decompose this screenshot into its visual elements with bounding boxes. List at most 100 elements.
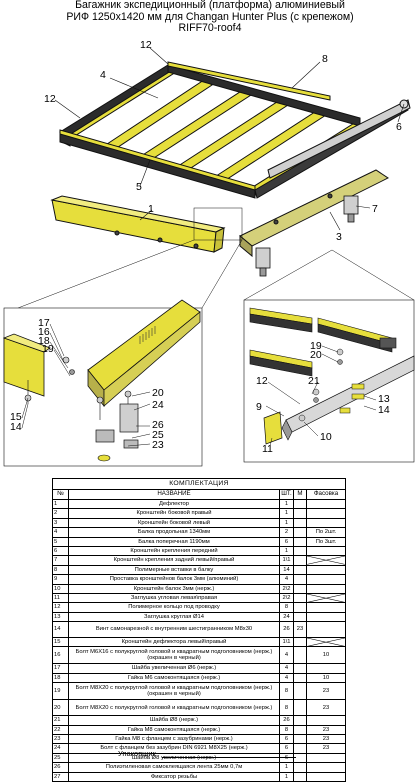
callout-6: 6 bbox=[396, 121, 402, 133]
callout-13: 13 bbox=[378, 393, 390, 405]
table-header-row: № НАЗВАНИЕ ШТ. М Фасовка bbox=[52, 489, 346, 500]
row-qty: 8 bbox=[279, 682, 294, 701]
callout-1: 1 bbox=[148, 203, 154, 215]
row-name: Балка поперечная 1190мм bbox=[68, 536, 280, 547]
callout-19: 18 bbox=[38, 335, 50, 347]
row-qty: 2\2 bbox=[279, 583, 294, 594]
col-header-name: НАЗВАНИЕ bbox=[68, 489, 280, 500]
row-pack bbox=[306, 574, 346, 585]
row-m bbox=[293, 527, 307, 538]
table-title: КОМПЛЕКТАЦИЯ bbox=[52, 478, 346, 489]
deflector bbox=[50, 195, 226, 253]
row-qty: 26 bbox=[279, 715, 294, 726]
header: Багажник экспедиционный (платформа) алюм… bbox=[0, 0, 420, 35]
callout-12-top: 12 bbox=[140, 39, 152, 51]
row-m bbox=[293, 498, 307, 510]
col-header-pack: Фасовка bbox=[306, 489, 346, 500]
assembly-drawing: 12 8 4 12 6 5 1 3 7 bbox=[2, 39, 415, 467]
row-m bbox=[293, 536, 307, 547]
row-name: Полимерное кольцо под проводку bbox=[68, 602, 280, 613]
callout-25: 25 bbox=[152, 429, 164, 441]
col-header-qty: ШТ. bbox=[279, 489, 294, 500]
row-pack bbox=[306, 564, 346, 576]
row-name: Фиксатор резьбы bbox=[68, 771, 280, 782]
cross-mark-icon bbox=[306, 592, 346, 604]
title-line-2: РИФ 1250х1420 мм для Changan Hunter Plus… bbox=[66, 10, 354, 23]
row-number: 26 bbox=[52, 762, 69, 773]
side-bracket-right bbox=[239, 169, 389, 258]
row-number: 20 bbox=[52, 699, 69, 717]
row-m bbox=[293, 517, 307, 529]
callout-20: 19 bbox=[42, 343, 54, 355]
callout-23: 23 bbox=[152, 439, 164, 451]
callout-15: 14 bbox=[10, 421, 22, 433]
row-m bbox=[293, 508, 307, 519]
row-qty: 4 bbox=[279, 672, 294, 684]
row-qty: 1 bbox=[279, 545, 294, 557]
platform-frame bbox=[59, 61, 411, 199]
callout-21-right: 20 bbox=[310, 349, 322, 361]
row-qty: 1\1 bbox=[279, 637, 294, 648]
row-name: Заглушка круглая Ø14 bbox=[68, 611, 280, 623]
callout-3: 3 bbox=[336, 231, 342, 243]
row-pack bbox=[306, 545, 346, 557]
clamp-front bbox=[255, 247, 271, 277]
row-number: 15 bbox=[52, 637, 69, 648]
row-name: Полиэтиленовая самоклеящаяся лента 25мм … bbox=[68, 762, 280, 773]
row-pack bbox=[306, 583, 346, 594]
col-header-m: М bbox=[293, 489, 307, 500]
row-number: 2 bbox=[52, 508, 69, 519]
row-name: Болт М8Х20 с полукруглой головой и квадр… bbox=[68, 699, 280, 717]
row-pack: 23 bbox=[306, 724, 346, 736]
row-qty: 8 bbox=[279, 724, 294, 736]
row-name: Гайка М6 самоконтящаяся (нерж.) bbox=[68, 672, 280, 684]
row-number: 16 bbox=[52, 646, 69, 665]
row-name: Кронштейн балок 3мм (нерж.) bbox=[68, 583, 280, 594]
row-m bbox=[293, 715, 307, 726]
row-m bbox=[293, 743, 307, 754]
row-number: 13 bbox=[52, 611, 69, 623]
row-m bbox=[293, 646, 307, 665]
row-name: Кронштейн боковой правый bbox=[68, 508, 280, 519]
row-qty: 6 bbox=[279, 536, 294, 547]
beam-front bbox=[59, 64, 175, 138]
row-number: 10 bbox=[52, 583, 69, 594]
row-number: 8 bbox=[52, 564, 69, 576]
row-pack bbox=[306, 517, 346, 529]
row-pack bbox=[306, 762, 346, 773]
row-m bbox=[293, 637, 307, 648]
row-m bbox=[293, 583, 307, 594]
row-pack: 23 bbox=[306, 699, 346, 717]
row-m bbox=[293, 663, 307, 674]
row-name: Винт самонарезной с внутренним шестигран… bbox=[68, 621, 280, 639]
row-number: 4 bbox=[52, 527, 69, 538]
row-qty: 4 bbox=[279, 646, 294, 665]
row-number: 21 bbox=[52, 715, 69, 726]
row-name: Полимерные вставки в балку bbox=[68, 564, 280, 576]
callout-14: 14 bbox=[378, 404, 390, 416]
row-qty: 1 bbox=[279, 508, 294, 519]
row-number: 22 bbox=[52, 724, 69, 736]
row-number: 24 bbox=[52, 743, 69, 754]
row-qty: 1 bbox=[279, 498, 294, 510]
row-name: Болт с фланцем без зазубрин DIN 6921 М8Х… bbox=[68, 743, 280, 754]
row-qty: 1\1 bbox=[279, 555, 294, 566]
row-pack: 10 bbox=[306, 672, 346, 684]
row-name: Шайба Ø8 увеличенная (нерж.) bbox=[68, 752, 280, 764]
row-m: 23 bbox=[293, 621, 307, 639]
row-name: Кронштейн крепления задний левый/правый bbox=[68, 555, 280, 566]
row-qty: 6 bbox=[279, 752, 294, 764]
row-m bbox=[293, 672, 307, 684]
